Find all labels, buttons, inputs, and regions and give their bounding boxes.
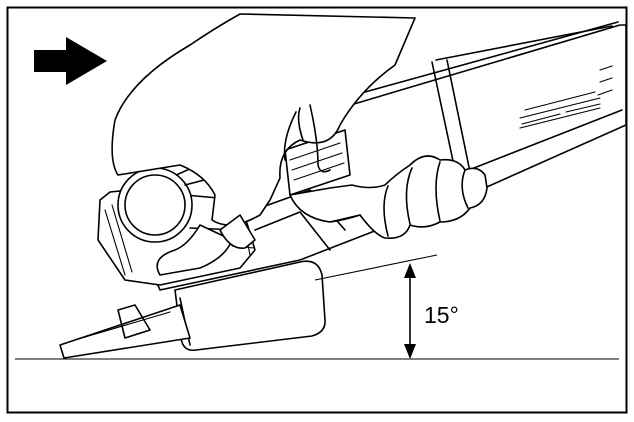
grinding-disc <box>59 304 191 359</box>
angle-arrow-head-bottom <box>404 344 416 359</box>
upper-hand <box>111 13 416 276</box>
angle-arrow-head-top <box>404 263 416 278</box>
angle-label: 15° <box>424 302 459 328</box>
angle-indicator: 15° <box>314 254 459 359</box>
arrow-right-icon <box>34 37 107 85</box>
side-grip-knob <box>117 167 241 243</box>
lower-hand <box>289 155 488 240</box>
angle-reference-line <box>314 254 438 281</box>
